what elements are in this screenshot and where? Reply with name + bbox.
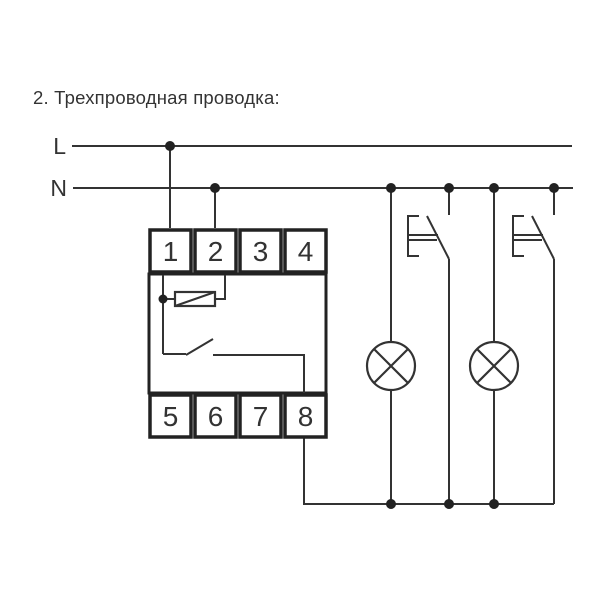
junction-dot-icon <box>158 294 168 304</box>
return-bus-wire <box>303 438 554 505</box>
junction-dot-icon <box>444 183 454 193</box>
junction-dot-icon <box>444 499 454 509</box>
terminal-row-bottom: 5 6 7 8 <box>148 393 328 439</box>
terminal-label-2: 2 <box>208 236 224 267</box>
terminal-label-3: 3 <box>253 236 269 267</box>
terminal-label-1: 1 <box>163 236 179 267</box>
terminal-box-1 <box>148 228 193 274</box>
terminal-row-top: 1 2 3 4 <box>148 228 328 274</box>
branch-wires <box>303 188 555 505</box>
lamp2 lamp-icon <box>468 340 520 392</box>
line-l-label: L <box>53 133 66 159</box>
push-button1 push-button-icon <box>407 215 450 260</box>
relay-coil-icon <box>163 275 226 308</box>
line-n-label: N <box>50 175 67 201</box>
relay-device: 1 2 3 4 5 6 7 8 <box>147 228 328 439</box>
junction-dots <box>165 141 559 509</box>
terminal-box-8 <box>283 393 328 439</box>
terminal-label-4: 4 <box>298 236 314 267</box>
lamp1 lamp-icon <box>365 340 417 392</box>
junction-dot-icon <box>165 141 175 151</box>
relay-body-frame <box>147 272 328 395</box>
junction-dot-icon <box>386 183 396 193</box>
junction-dot-icon <box>489 183 499 193</box>
terminal-box-3 <box>238 228 283 274</box>
section-title: 2. Трехпроводная проводка: <box>33 87 280 108</box>
terminal-box-7 <box>238 393 283 439</box>
terminal-label-7: 7 <box>253 401 269 432</box>
terminal-box-2 <box>193 228 238 274</box>
junction-dot-icon <box>386 499 396 509</box>
terminal-box-5 <box>148 393 193 439</box>
junction-dot-icon <box>549 183 559 193</box>
junction-dot-icon <box>489 499 499 509</box>
terminal-box-4 <box>283 228 328 274</box>
relay-contact-icon <box>163 338 305 393</box>
push-button2 push-button-icon <box>512 215 555 260</box>
terminal-label-5: 5 <box>163 401 179 432</box>
terminal-box-6 <box>193 393 238 439</box>
terminal-label-8: 8 <box>298 401 314 432</box>
junction-dot-icon <box>210 183 220 193</box>
terminal-label-6: 6 <box>208 401 224 432</box>
relay-internal-circuit <box>158 275 305 393</box>
